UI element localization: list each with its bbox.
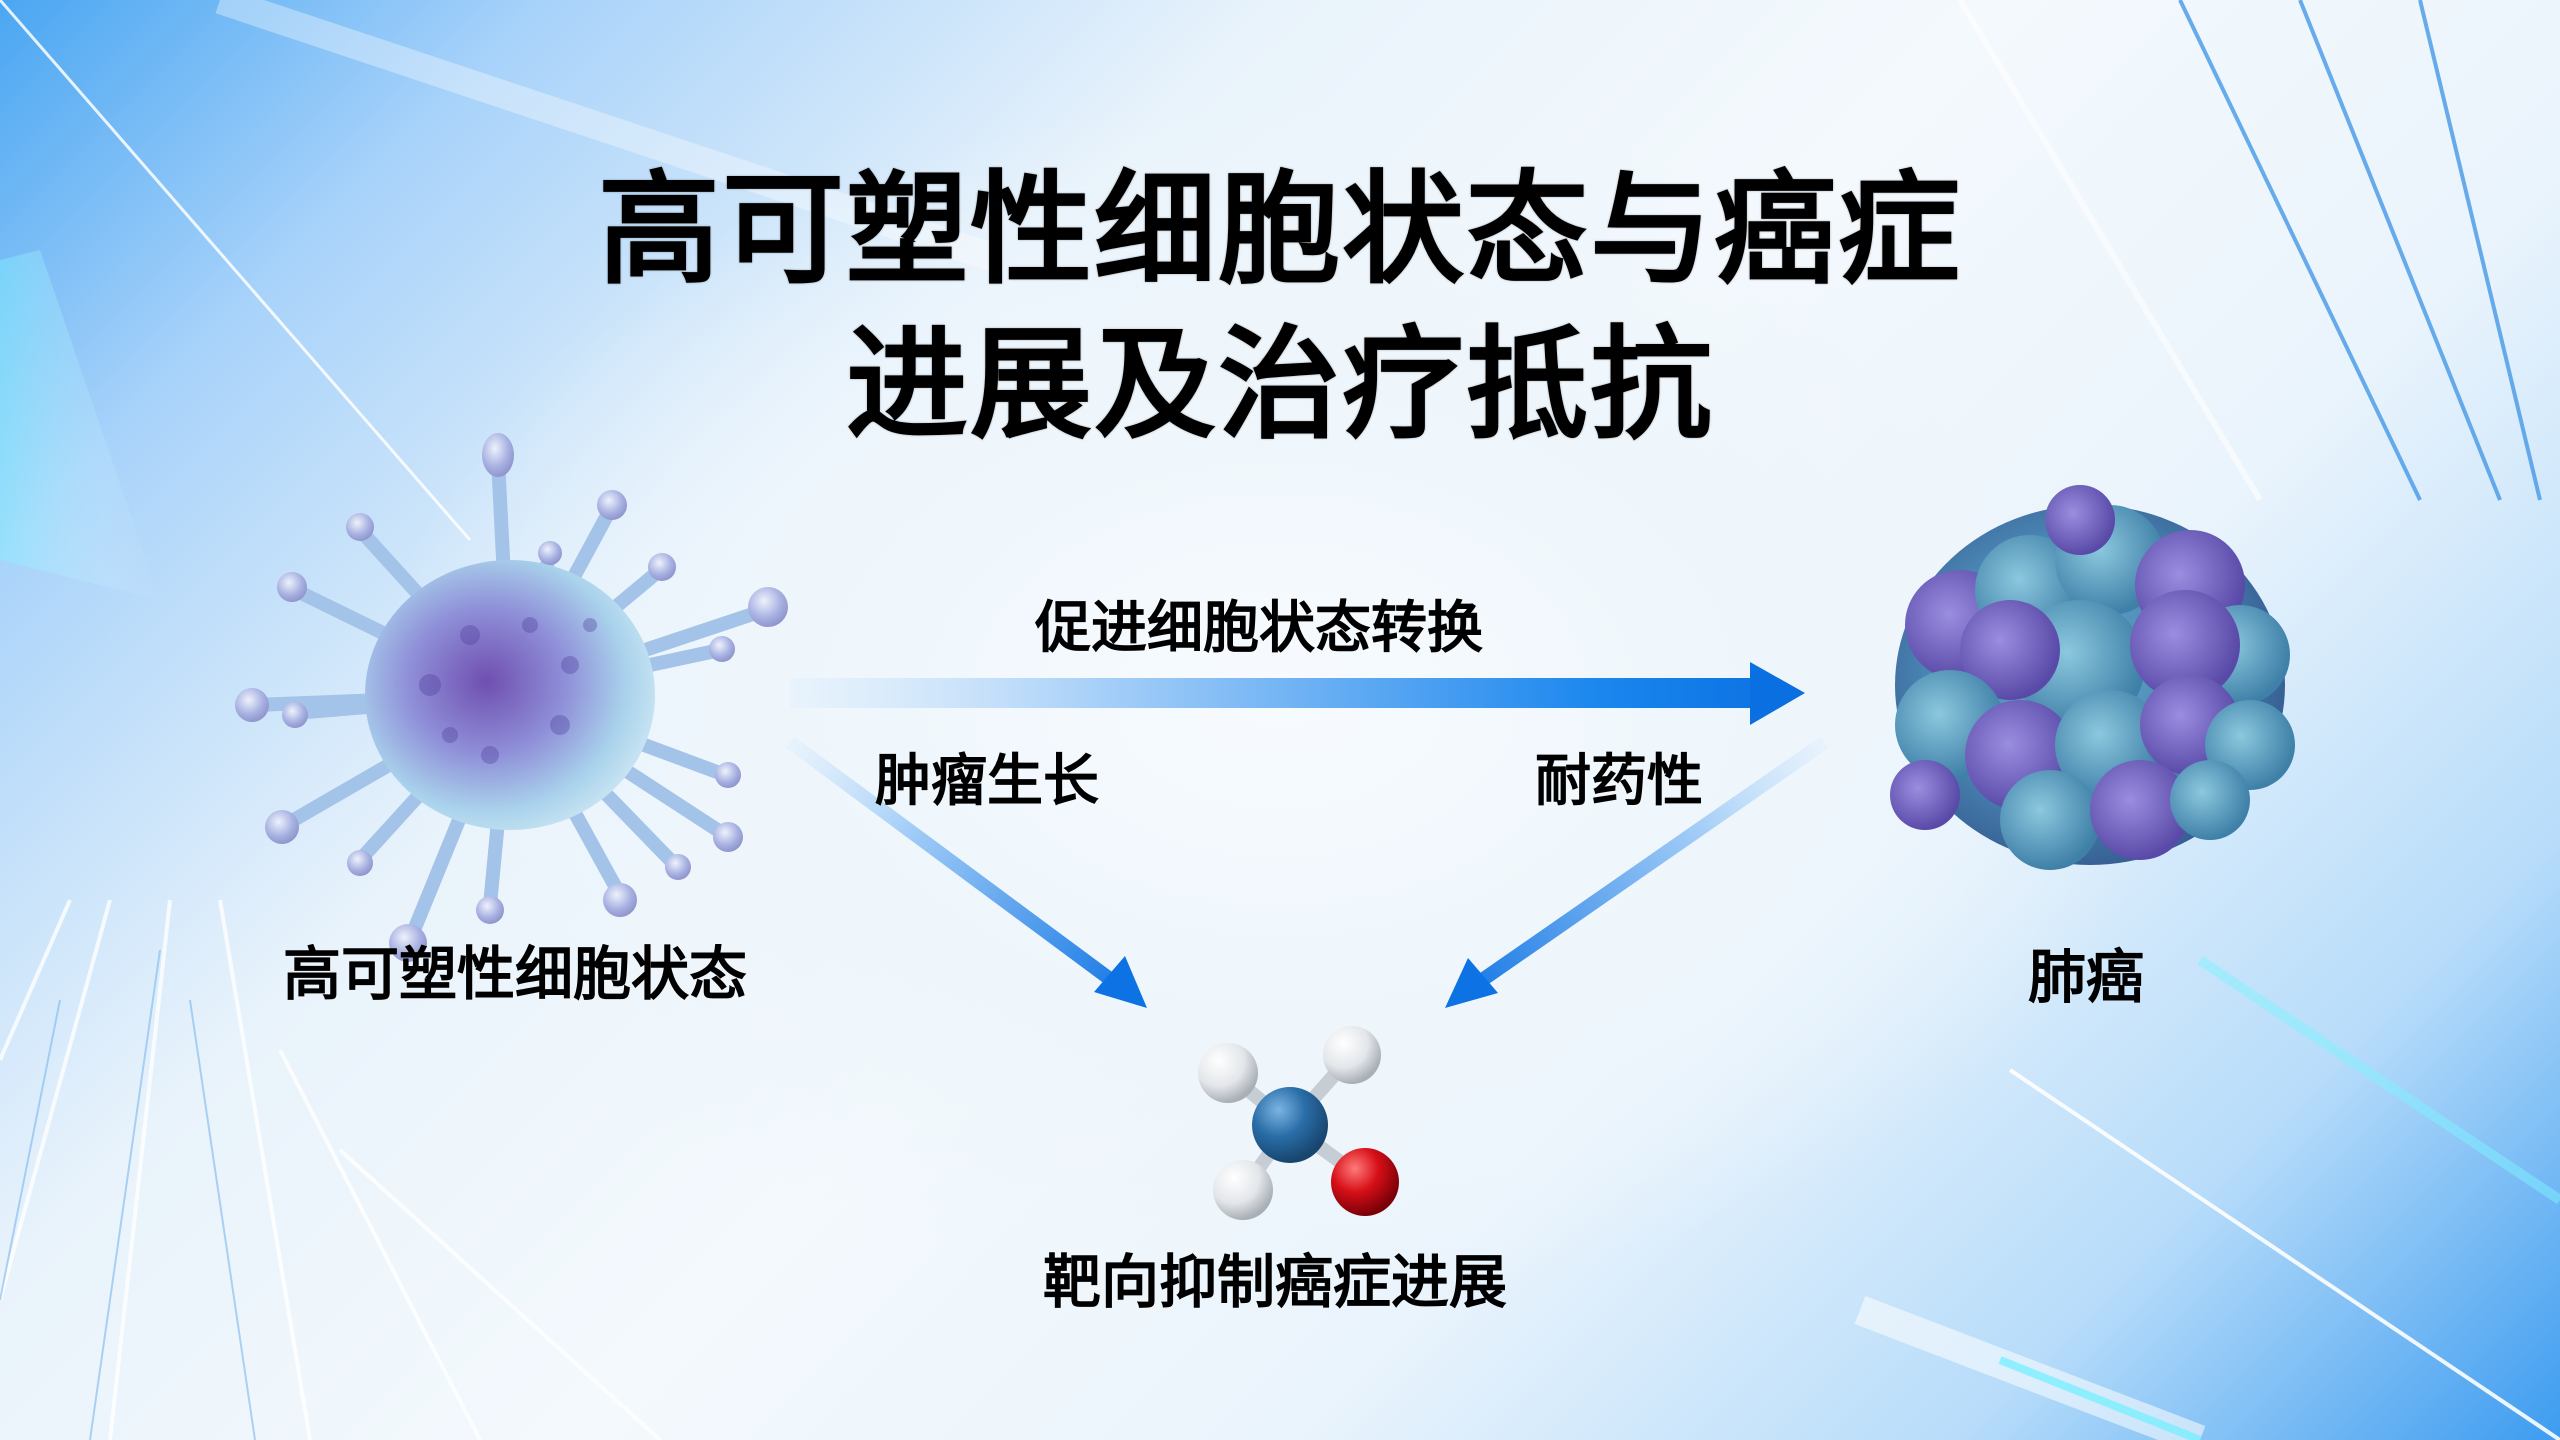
edge-label-tumor-growth: 肿瘤生长	[875, 749, 1099, 814]
node-label-plastic-cell-state: 高可塑性细胞状态	[283, 940, 748, 1008]
lung-cancer-tumor-icon	[1890, 485, 2295, 870]
arrow-tumor-growth	[785, 736, 1147, 1008]
edge-label-promote-state-transition: 促进细胞状态转换	[1035, 596, 1483, 661]
node-label-targeted-inhibition: 靶向抑制癌症进展	[1043, 1248, 1508, 1316]
page-title-line-1: 高可塑性细胞状态与癌症	[598, 159, 1962, 301]
arrow-promote-state-transition	[790, 662, 1805, 725]
arrow-drug-resistance	[1445, 736, 1829, 1008]
node-label-lung-cancer: 肺癌	[2028, 943, 2145, 1011]
molecule-icon	[1198, 1026, 1399, 1220]
edge-label-drug-resistance: 耐药性	[1535, 749, 1703, 814]
page-title-line-2: 进展及治疗抵抗	[846, 314, 1714, 456]
plastic-cell-icon	[235, 433, 788, 962]
